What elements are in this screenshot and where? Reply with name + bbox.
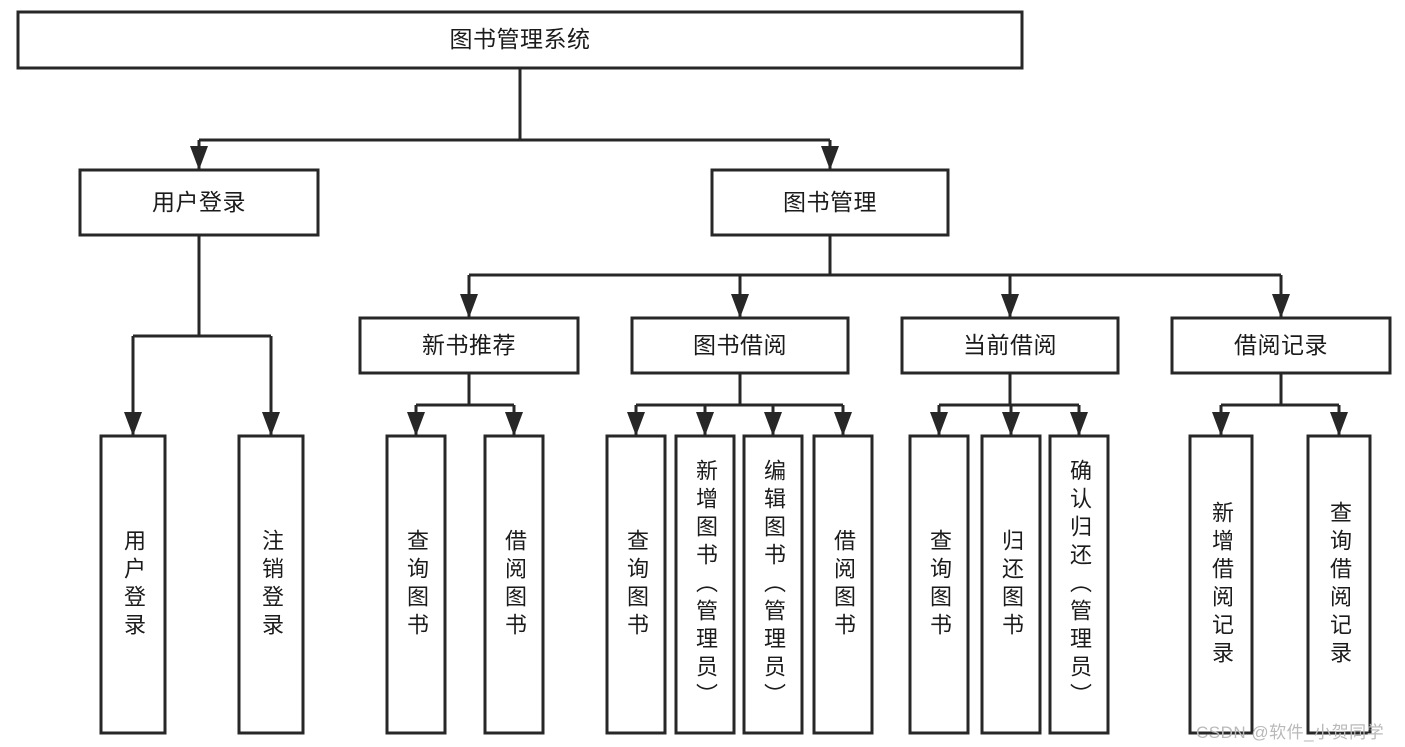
- connector-lines: [124, 68, 1348, 436]
- arrow-icon-current-borrow: [1001, 294, 1019, 318]
- node-leaf-borrow-book-1[interactable]: [483, 434, 545, 735]
- arrow-icon-user-login: [190, 146, 208, 170]
- node-current-borrow[interactable]: [900, 316, 1120, 375]
- arrow-icon-leaf-logout: [262, 412, 280, 436]
- arrow-icon-new-book-rec: [460, 294, 478, 318]
- arrow-icon-leaf-borrow-book-1: [505, 412, 523, 436]
- watermark-text: CSDN @软件_小贺同学: [1196, 723, 1385, 742]
- arrow-icon-book-borrow: [731, 294, 749, 318]
- arrow-icon-leaf-user-login: [124, 412, 142, 436]
- arrow-icon-borrow-record: [1272, 294, 1290, 318]
- node-leaf-logout[interactable]: [237, 434, 305, 735]
- node-book-borrow[interactable]: [630, 316, 850, 375]
- node-root[interactable]: [16, 10, 1024, 70]
- arrow-icon-leaf-query-book-2: [627, 412, 645, 436]
- arrow-icon-leaf-query-book-3: [930, 412, 948, 436]
- arrow-icon-leaf-borrow-book-2: [834, 412, 852, 436]
- node-leaf-user-login[interactable]: [99, 434, 167, 735]
- arrow-icon-leaf-edit-book: [764, 412, 782, 436]
- node-user-login[interactable]: [78, 168, 320, 237]
- node-leaf-query-book-2[interactable]: [605, 434, 667, 735]
- node-leaf-add-record[interactable]: [1188, 434, 1254, 735]
- node-leaf-add-book[interactable]: [674, 434, 736, 735]
- arrow-icon-leaf-query-book-1: [407, 412, 425, 436]
- node-boxes: [16, 10, 1392, 735]
- node-leaf-borrow-book-2[interactable]: [812, 434, 874, 735]
- arrow-icon-leaf-add-record: [1212, 412, 1230, 436]
- node-book-manage[interactable]: [710, 168, 950, 237]
- node-leaf-query-book-3[interactable]: [908, 434, 970, 735]
- arrow-icon-leaf-query-record: [1330, 412, 1348, 436]
- node-borrow-record[interactable]: [1170, 316, 1392, 375]
- node-leaf-query-record[interactable]: [1306, 434, 1372, 735]
- node-leaf-return-book[interactable]: [980, 434, 1042, 735]
- node-leaf-edit-book[interactable]: [742, 434, 804, 735]
- arrow-icon-leaf-add-book: [696, 412, 714, 436]
- arrow-icon-leaf-confirm-return: [1070, 412, 1088, 436]
- arrow-icon-book-manage: [821, 146, 839, 170]
- node-new-book-rec[interactable]: [358, 316, 580, 375]
- arrow-icon-leaf-return-book: [1002, 412, 1020, 436]
- node-leaf-query-book-1[interactable]: [385, 434, 447, 735]
- node-leaf-confirm-return[interactable]: [1048, 434, 1110, 735]
